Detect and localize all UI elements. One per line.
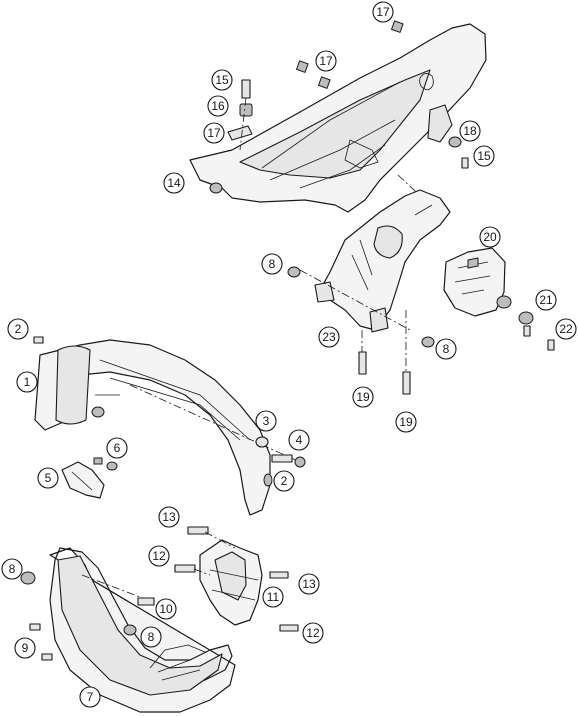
svg-text:17: 17 (207, 126, 221, 140)
bracket-part-20 (443, 247, 506, 317)
svg-text:19: 19 (399, 415, 413, 429)
svg-text:12: 12 (152, 549, 166, 563)
screw-washer-stack-15-16-17 (227, 79, 253, 151)
callout-6: 6 (106, 437, 128, 459)
callout-7: 7 (79, 686, 101, 708)
screw-nut-6 (93, 457, 118, 471)
callout-8-lower: 8 (140, 626, 162, 648)
bolts-12-13 (174, 526, 299, 632)
svg-text:13: 13 (162, 510, 176, 524)
svg-text:8: 8 (148, 630, 155, 644)
callout-12-bottom: 12 (302, 622, 324, 644)
svg-text:17: 17 (319, 54, 333, 68)
svg-text:16: 16 (211, 99, 225, 113)
frame-part-23 (299, 189, 451, 333)
svg-text:21: 21 (539, 293, 553, 307)
svg-text:12: 12 (306, 626, 320, 640)
svg-text:3: 3 (263, 414, 270, 428)
svg-text:14: 14 (167, 176, 181, 190)
bracket-part-5 (61, 461, 105, 499)
callout-5: 5 (37, 467, 59, 489)
callout-21: 21 (535, 289, 557, 311)
svg-text:2: 2 (281, 474, 288, 488)
svg-text:9: 9 (22, 641, 29, 655)
callout-14: 14 (163, 172, 185, 194)
callout-1: 1 (16, 371, 38, 393)
fasteners-8-9-10 (20, 571, 155, 661)
callout-9: 9 (14, 637, 36, 659)
bracket-part-11 (199, 539, 263, 626)
callout-13-top: 13 (158, 506, 180, 528)
callout-8-left: 8 (1, 558, 23, 580)
svg-text:7: 7 (87, 690, 94, 704)
callout-12-top: 12 (148, 545, 170, 567)
callout-3: 3 (255, 410, 277, 432)
callout-8-mid: 8 (435, 338, 457, 360)
svg-text:11: 11 (267, 590, 280, 604)
callout-22: 22 (555, 318, 577, 340)
callout-11: 11 (262, 586, 284, 608)
svg-text:6: 6 (114, 441, 121, 455)
callout-18: 18 (459, 120, 481, 142)
callout-17-top: 17 (372, 1, 394, 23)
callout-13-right: 13 (298, 573, 320, 595)
svg-text:1: 1 (24, 375, 31, 389)
svg-text:18: 18 (463, 124, 477, 138)
callout-17-left: 17 (203, 122, 225, 144)
frame-part-1 (34, 339, 301, 516)
callout-23: 23 (318, 326, 340, 348)
svg-text:23: 23 (322, 330, 336, 344)
callout-17-mid: 17 (315, 50, 337, 72)
bolt-stack-2-3-4 (33, 336, 306, 468)
callout-19-left: 19 (352, 386, 374, 408)
svg-text:19: 19 (356, 390, 370, 404)
callout-19-right: 19 (395, 411, 417, 433)
screws-19 (358, 310, 411, 395)
svg-text:20: 20 (483, 230, 497, 244)
callout-10: 10 (155, 598, 177, 620)
callout-4: 4 (288, 429, 310, 451)
svg-text:8: 8 (9, 562, 16, 576)
svg-text:15: 15 (477, 149, 491, 163)
svg-text:10: 10 (159, 602, 173, 616)
svg-text:8: 8 (443, 342, 450, 356)
callout-16: 16 (207, 95, 229, 117)
svg-text:4: 4 (296, 433, 303, 447)
svg-text:17: 17 (376, 5, 390, 19)
callout-8-upper: 8 (261, 253, 283, 275)
svg-text:2: 2 (15, 322, 22, 336)
callout-20: 20 (479, 226, 501, 248)
svg-text:22: 22 (559, 322, 573, 336)
svg-text:8: 8 (269, 257, 276, 271)
callout-15-left: 15 (211, 69, 233, 91)
grommet-18-screw-15 (448, 136, 469, 169)
nuts-8-upper (287, 266, 435, 348)
callout-2-top: 2 (7, 318, 29, 340)
svg-text:13: 13 (302, 577, 316, 591)
skid-plate-part-7 (49, 547, 236, 713)
clip-nuts-17 (295, 20, 404, 90)
frame-part-14 (189, 23, 487, 213)
svg-text:5: 5 (45, 471, 52, 485)
grommets-21-screw-22 (496, 295, 555, 351)
svg-text:15: 15 (215, 73, 229, 87)
callout-2-bottom: 2 (273, 470, 295, 492)
callout-15-right: 15 (473, 145, 495, 167)
